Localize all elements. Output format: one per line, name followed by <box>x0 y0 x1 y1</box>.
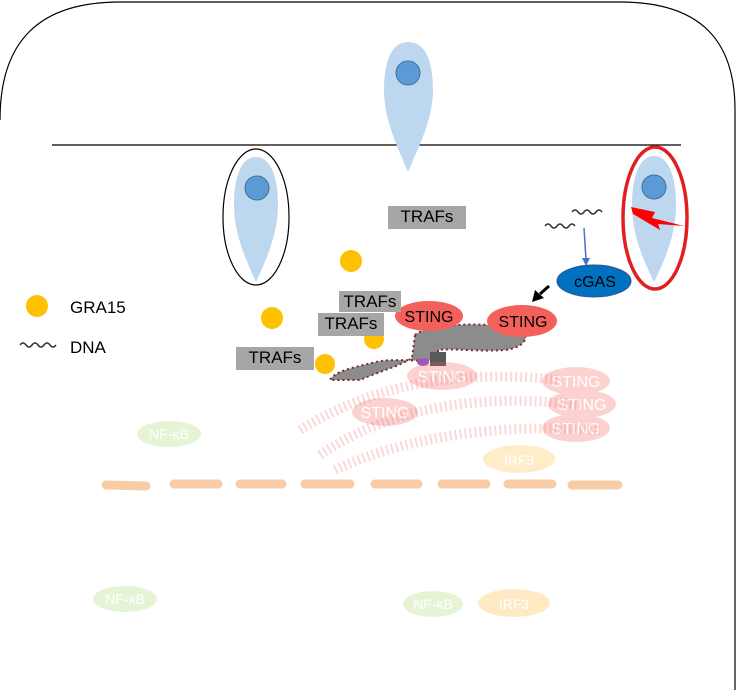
legend-gra15-label: GRA15 <box>70 298 126 317</box>
parasite-nucleus <box>395 60 421 86</box>
faded-irf3-nucleus: IRF3 <box>478 589 550 617</box>
cgas-label: cGAS <box>574 274 616 291</box>
faded-irf3-cyto: IRF3 <box>483 445 555 473</box>
legend-gra15-icon <box>26 295 48 317</box>
faded-nfkb-cyto: NF-κB <box>137 421 201 447</box>
faded-golgi <box>297 371 601 475</box>
nuclear-envelope <box>101 479 623 491</box>
irf3-label: IRF3 <box>499 596 530 612</box>
parasite-entering <box>384 42 433 172</box>
sting-node <box>542 414 610 442</box>
dna-arrow <box>583 227 587 261</box>
faded-nfkb-nucleus: NF-κB NF-κB <box>93 586 463 617</box>
dna-fragments <box>544 209 603 229</box>
sting-node <box>352 398 418 426</box>
sting-label: STING <box>405 309 454 326</box>
nfkb-label: NF-κB <box>105 591 145 607</box>
fade-overlay <box>0 367 736 690</box>
sting-node <box>487 305 557 337</box>
nfkb-label: NF-κB <box>413 596 453 612</box>
sting-label: STING <box>499 314 548 331</box>
vacuole-ring <box>222 148 290 286</box>
parasite-nucleus <box>641 174 667 200</box>
cgas-sting-arrow <box>539 284 550 296</box>
traf-box: TRAFs <box>339 291 401 312</box>
gra15-dot <box>261 307 283 329</box>
irf3-label: IRF3 <box>504 452 535 468</box>
legend-dna-label: DNA <box>70 338 107 357</box>
sting-label: STING <box>552 374 601 391</box>
legend: GRA15 DNA <box>19 295 126 357</box>
sting-node <box>548 390 616 418</box>
gra15-dot <box>340 250 362 272</box>
parasite-damaged <box>621 145 689 291</box>
sting-label: STING <box>552 421 601 438</box>
faded-sting-group: STING STING STING STING STING <box>352 362 616 442</box>
sting-node <box>542 367 610 395</box>
highlight-ring <box>621 145 689 291</box>
parasite-nucleus <box>244 175 270 201</box>
traf-box: TRAFs <box>318 313 384 336</box>
gra15-dot <box>315 354 335 374</box>
sting-node <box>407 362 477 390</box>
nfkb-label: NF-κB <box>149 426 189 442</box>
lightning-icon <box>631 207 684 230</box>
sting-label: STING <box>558 397 607 414</box>
cgas-node <box>556 264 632 298</box>
parasite-in-vacuole <box>222 148 290 286</box>
legend-dna-icon <box>19 342 57 348</box>
traf-box: TRAFs <box>388 206 466 229</box>
sting-node <box>395 301 463 331</box>
sting-label: STING <box>361 405 410 422</box>
traf-box: TRAFs <box>236 347 314 370</box>
sting-label: STING <box>418 369 467 386</box>
